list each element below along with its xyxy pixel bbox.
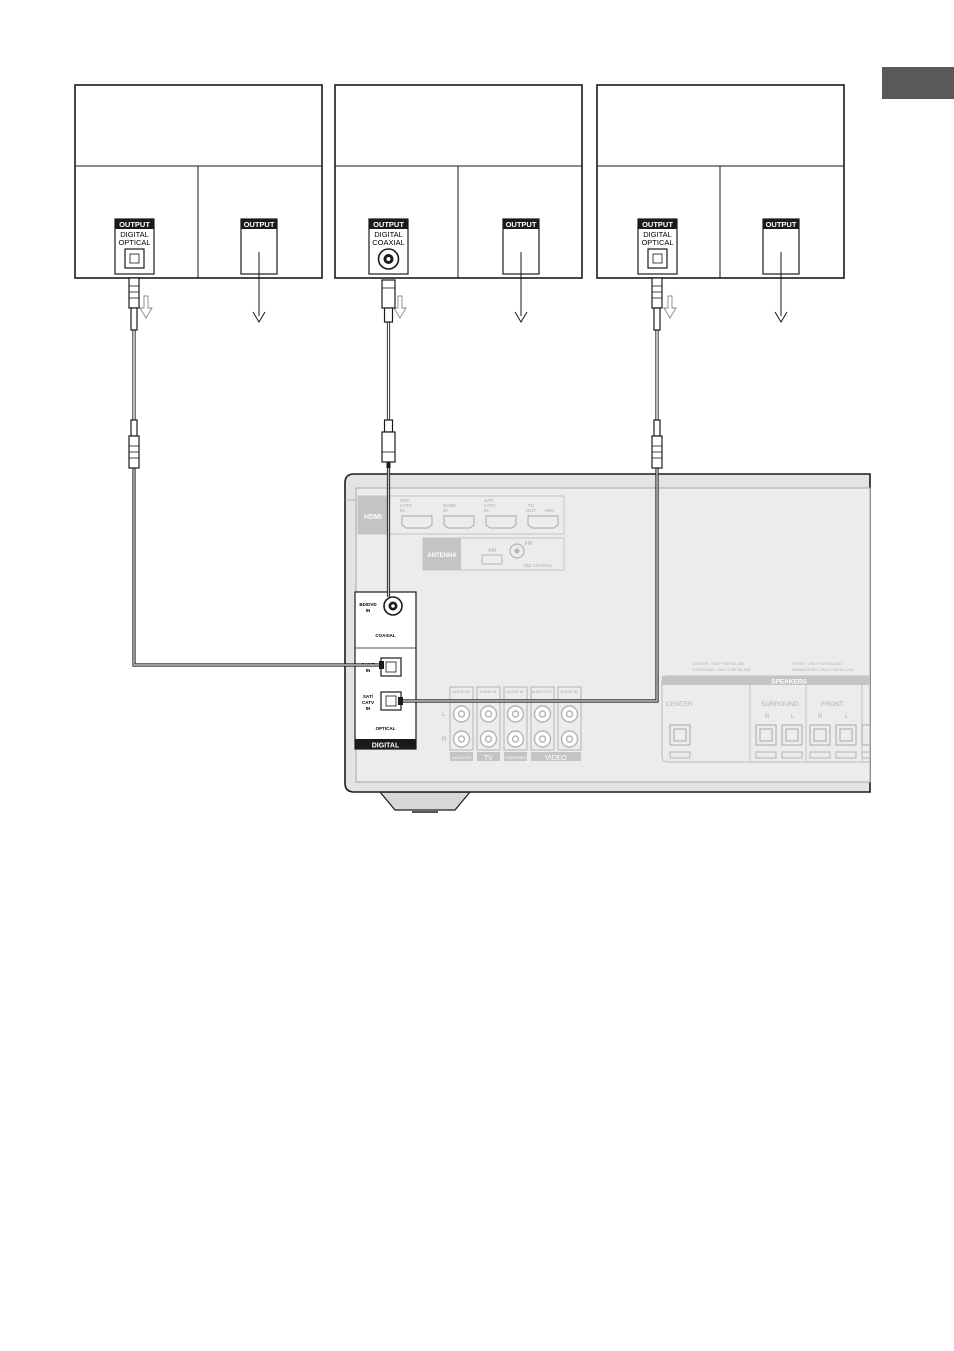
channel-l-label: L xyxy=(442,712,446,718)
optical-label: OPTICAL xyxy=(376,726,396,731)
turntable-label: TURNTABLE xyxy=(504,756,527,760)
speaker-r-label: R xyxy=(818,714,823,720)
output-badge: OUTPUT xyxy=(244,220,275,229)
speaker-note: SUBWOOFER : ONLY FOR 6Ω-16Ω xyxy=(792,668,854,672)
output-badge: OUTPUT xyxy=(373,220,404,229)
speaker-note: FRONT : ONLY FOR 6Ω-16Ω xyxy=(792,662,842,666)
speaker-l-label: L xyxy=(791,714,795,720)
rca-jacks xyxy=(452,705,579,748)
hdmi-port xyxy=(527,515,559,529)
speaker-terminals xyxy=(669,724,871,746)
fm-label: FM xyxy=(525,541,532,547)
bd-dvd-in-label: BD/DVD xyxy=(359,602,377,607)
center-label: CENTER xyxy=(666,701,693,708)
speakers-label: SPEAKERS xyxy=(771,679,807,686)
signal-arrow-icon xyxy=(139,295,153,319)
audio-in-label: AUDIO IN xyxy=(507,690,524,694)
hdmi-port-label: OUT xyxy=(526,508,536,513)
speakers-section: SPEAKERS CENTER SURROUND FRONT R L R L xyxy=(661,675,871,763)
fm-terminal xyxy=(509,543,525,559)
hdmi-section: HDMI SAT/ CATV IN GAME IN SAT/ CATV IN T… xyxy=(357,495,565,535)
output-badge: OUTPUT xyxy=(119,220,150,229)
device-2: OUTPUT DIGITAL COAXIAL OUTPUT xyxy=(334,84,583,323)
sat-catv-in-label: SAT/ xyxy=(363,694,374,699)
analog-audio-section: L R AUDIO IN AUDIO IN AUDIO IN AUDIO OUT… xyxy=(442,686,582,762)
speaker-note: CENTER : ONLY FOR 6Ω-16Ω xyxy=(692,662,744,666)
speaker-l-label: L xyxy=(845,714,849,720)
sat-catv-in-label: CATV xyxy=(362,700,374,705)
am-terminal xyxy=(481,554,503,565)
video-label: VIDEO xyxy=(545,755,567,762)
device-3: OUTPUT DIGITAL OPTICAL OUTPUT xyxy=(596,84,845,323)
optical-label: OPTICAL xyxy=(641,238,673,247)
hdmi-port xyxy=(443,515,475,529)
audio-in-label: AUDIO IN xyxy=(453,690,470,694)
antenna-section: ANTENNA AM FM 75Ω COAXIAL xyxy=(422,537,565,571)
sat-catv-in-label: IN xyxy=(366,706,371,711)
output-badge: OUTPUT xyxy=(506,220,537,229)
hdmi-port-label: IN xyxy=(484,508,489,513)
page-tab-marker xyxy=(882,67,954,99)
down-arrow-icon xyxy=(252,252,266,323)
hdmi-port xyxy=(401,515,433,529)
audio-in-label: AUDIO IN xyxy=(561,690,578,694)
digital-label: DIGITAL xyxy=(120,230,149,239)
optical-plug-game xyxy=(379,661,384,669)
audio-in-label: AUDIO IN xyxy=(480,690,497,694)
device-1: OUTPUT DIGITAL OPTICAL OUTPUT xyxy=(74,84,323,323)
coaxial-label: COAXIAL xyxy=(372,238,405,247)
audio-out-label: AUDIO OUT xyxy=(531,690,553,694)
hdmi-port-label: SAT/ xyxy=(484,498,494,503)
hdmi-port-label: IN xyxy=(443,508,448,513)
output-badge: OUTPUT xyxy=(642,220,673,229)
am-label: AM xyxy=(488,548,496,554)
output-badge: OUTPUT xyxy=(766,220,797,229)
coaxial-cable xyxy=(381,279,396,597)
surround-label: SURROUND xyxy=(761,701,799,708)
optical-cable-1 xyxy=(128,277,381,667)
digital-input-panel: DIGITAL BD/DVD IN COAXIAL GAME IN SAT/ C… xyxy=(354,591,417,750)
game-in-label: IN xyxy=(366,668,371,673)
hdmi-port-label: SAT/ xyxy=(400,498,410,503)
optical-label: OPTICAL xyxy=(118,238,150,247)
bd-dvd-in-label: IN xyxy=(366,608,371,613)
hdmi-port-label: CATV xyxy=(484,503,496,508)
digital-optical-output-jack: OUTPUT DIGITAL OPTICAL xyxy=(637,218,678,275)
hdmi-port-label: IN xyxy=(400,508,405,513)
speaker-r-label: R xyxy=(765,714,770,720)
down-arrow-icon xyxy=(774,252,788,323)
coaxial-label: COAXIAL xyxy=(375,633,396,638)
antenna-label: ANTENNA xyxy=(427,553,457,559)
fm-coaxial-label: 75Ω COAXIAL xyxy=(523,563,553,568)
hdmi-port xyxy=(485,515,517,529)
hdmi-label: HDMI xyxy=(364,514,382,521)
tv-label: TV xyxy=(484,755,493,762)
front-label: FRONT xyxy=(821,701,843,708)
optical-plug-sat xyxy=(398,697,403,705)
signal-arrow-icon xyxy=(663,295,677,319)
av-receiver: HDMI SAT/ CATV IN GAME IN SAT/ CATV IN T… xyxy=(344,473,871,813)
optical-cable-2 xyxy=(401,277,663,703)
signal-arrow-icon xyxy=(393,295,407,319)
sa-cd-label: SA-CD/CD xyxy=(452,755,471,760)
hdmi-port-label: ARC xyxy=(545,508,555,513)
channel-r-label: R xyxy=(442,737,447,743)
digital-section-label: DIGITAL xyxy=(372,743,400,750)
down-arrow-icon xyxy=(514,252,528,323)
speaker-note: SURROUND : ONLY FOR 6Ω-16Ω xyxy=(692,668,751,672)
hdmi-port-label: CATV xyxy=(400,503,412,508)
hdmi-port-label: TV xyxy=(528,503,534,508)
hdmi-port-label: GAME xyxy=(443,503,456,508)
digital-coaxial-output-jack: OUTPUT DIGITAL COAXIAL xyxy=(368,218,409,275)
digital-label: DIGITAL xyxy=(643,230,672,239)
digital-optical-output-jack: OUTPUT DIGITAL OPTICAL xyxy=(114,218,155,275)
digital-label: DIGITAL xyxy=(374,230,403,239)
